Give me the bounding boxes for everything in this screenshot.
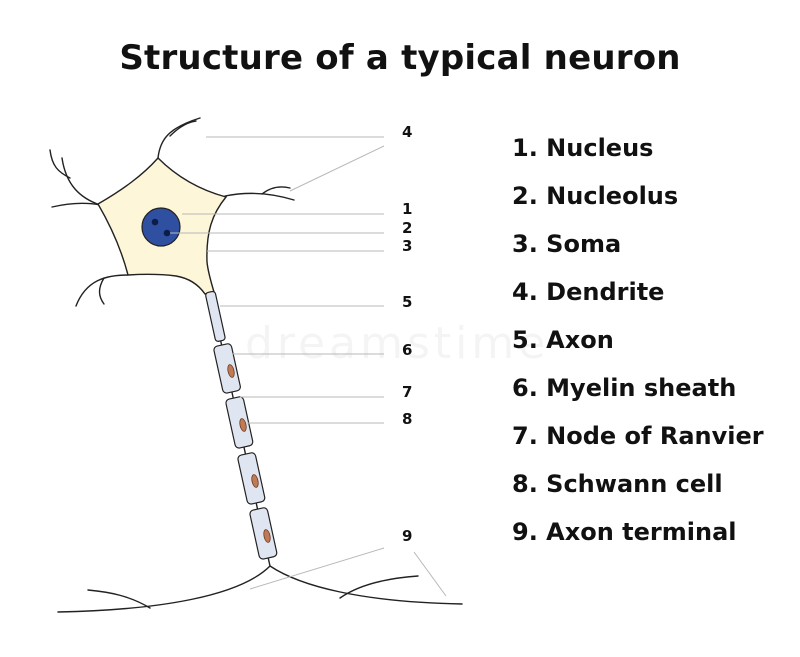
dendrite-left [61, 157, 101, 206]
nucleolus [151, 218, 159, 226]
myelin-sheath [213, 343, 241, 394]
callout-7: 7 [402, 383, 412, 401]
legend-item-nucleus: 1. Nucleus [512, 134, 654, 162]
terminal-branch-right [269, 565, 463, 605]
terminal-twig-right [339, 575, 419, 599]
legend-item-axon-terminal: 9. Axon terminal [512, 518, 737, 546]
dendrite-bottom-twig [98, 277, 105, 305]
axon-terminal [57, 565, 463, 613]
terminal-branch-left [57, 565, 271, 613]
terminal-twig-left [87, 589, 151, 609]
schwann-cell-nucleus [239, 418, 247, 432]
callout-5: 5 [402, 293, 412, 311]
schwann-cell-nucleus [263, 529, 271, 543]
dendrite-right-twig [261, 186, 291, 195]
legend-item-schwann-cell: 8. Schwann cell [512, 470, 723, 498]
dendrite-left-lower [51, 202, 101, 208]
callout-9: 9 [402, 527, 412, 545]
legend-list: 1. Nucleus 2. Nucleolus 3. Soma 4. Dendr… [512, 130, 764, 562]
legend-item-soma: 3. Soma [512, 230, 622, 258]
legend-item-myelin-sheath: 6. Myelin sheath [512, 374, 737, 402]
diagram-title: Structure of a typical neuron [119, 38, 681, 78]
dendrite-right [224, 192, 295, 201]
dendrite-bottom [75, 274, 129, 307]
dendrite-upper [157, 117, 201, 159]
schwann-cells [227, 364, 271, 543]
callout-3: 3 [402, 237, 412, 255]
legend-item-dendrite: 4. Dendrite [512, 278, 665, 306]
callout-1: 1 [402, 200, 412, 218]
myelin-sheath [205, 290, 226, 342]
callout-6: 6 [402, 341, 412, 359]
nucleolus [163, 229, 171, 237]
callout-4: 4 [402, 123, 412, 141]
legend-item-axon: 5. Axon [512, 326, 614, 354]
callout-numbers: 4 1 2 3 5 6 7 8 9 [402, 123, 412, 545]
callout-8: 8 [402, 410, 412, 428]
schwann-cell-nucleus [251, 474, 259, 488]
legend-item-nucleolus: 2. Nucleolus [512, 182, 679, 210]
callout-2: 2 [402, 219, 412, 237]
dendrite-left-twig [49, 149, 71, 179]
nucleus [141, 207, 181, 247]
leader-lines [170, 136, 447, 597]
schwann-cell-nucleus [227, 364, 235, 378]
legend-item-node-of-ranvier: 7. Node of Ranvier [512, 422, 764, 450]
dendrites [49, 117, 295, 307]
dendrite-upper-twig [169, 120, 197, 137]
